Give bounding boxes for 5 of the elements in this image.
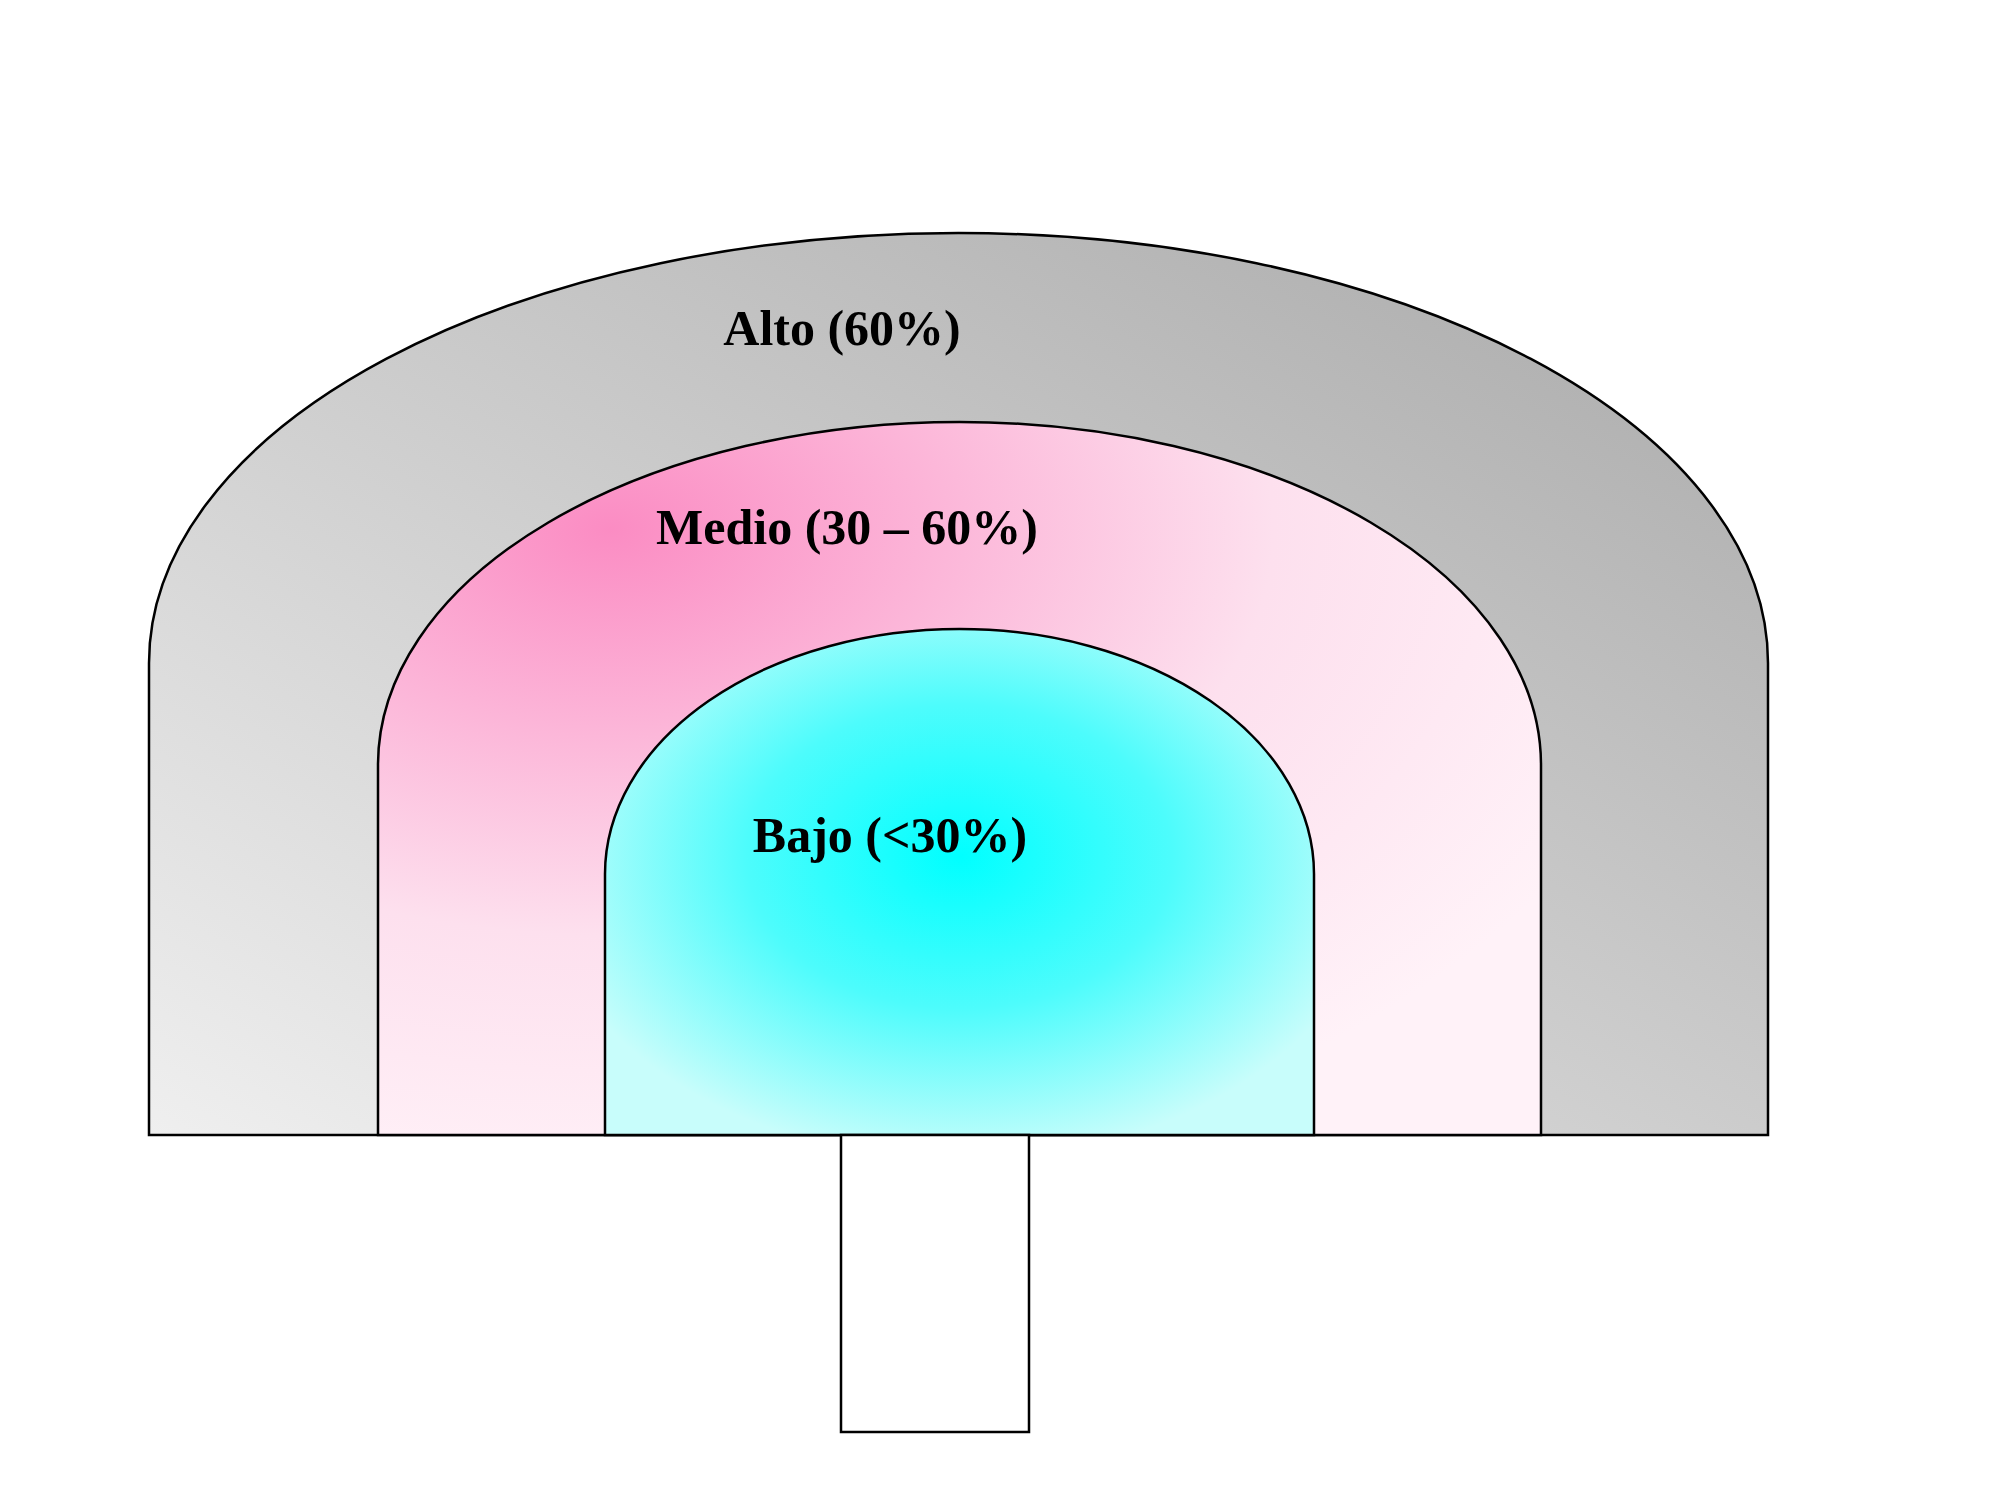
stem-box: [841, 1135, 1029, 1432]
zone-label: Alto (60%): [723, 299, 961, 357]
zone-label: Medio (30 – 60%): [656, 498, 1038, 556]
zone-label: Bajo (<30%): [752, 806, 1028, 864]
outer-zone: [149, 233, 1768, 1135]
